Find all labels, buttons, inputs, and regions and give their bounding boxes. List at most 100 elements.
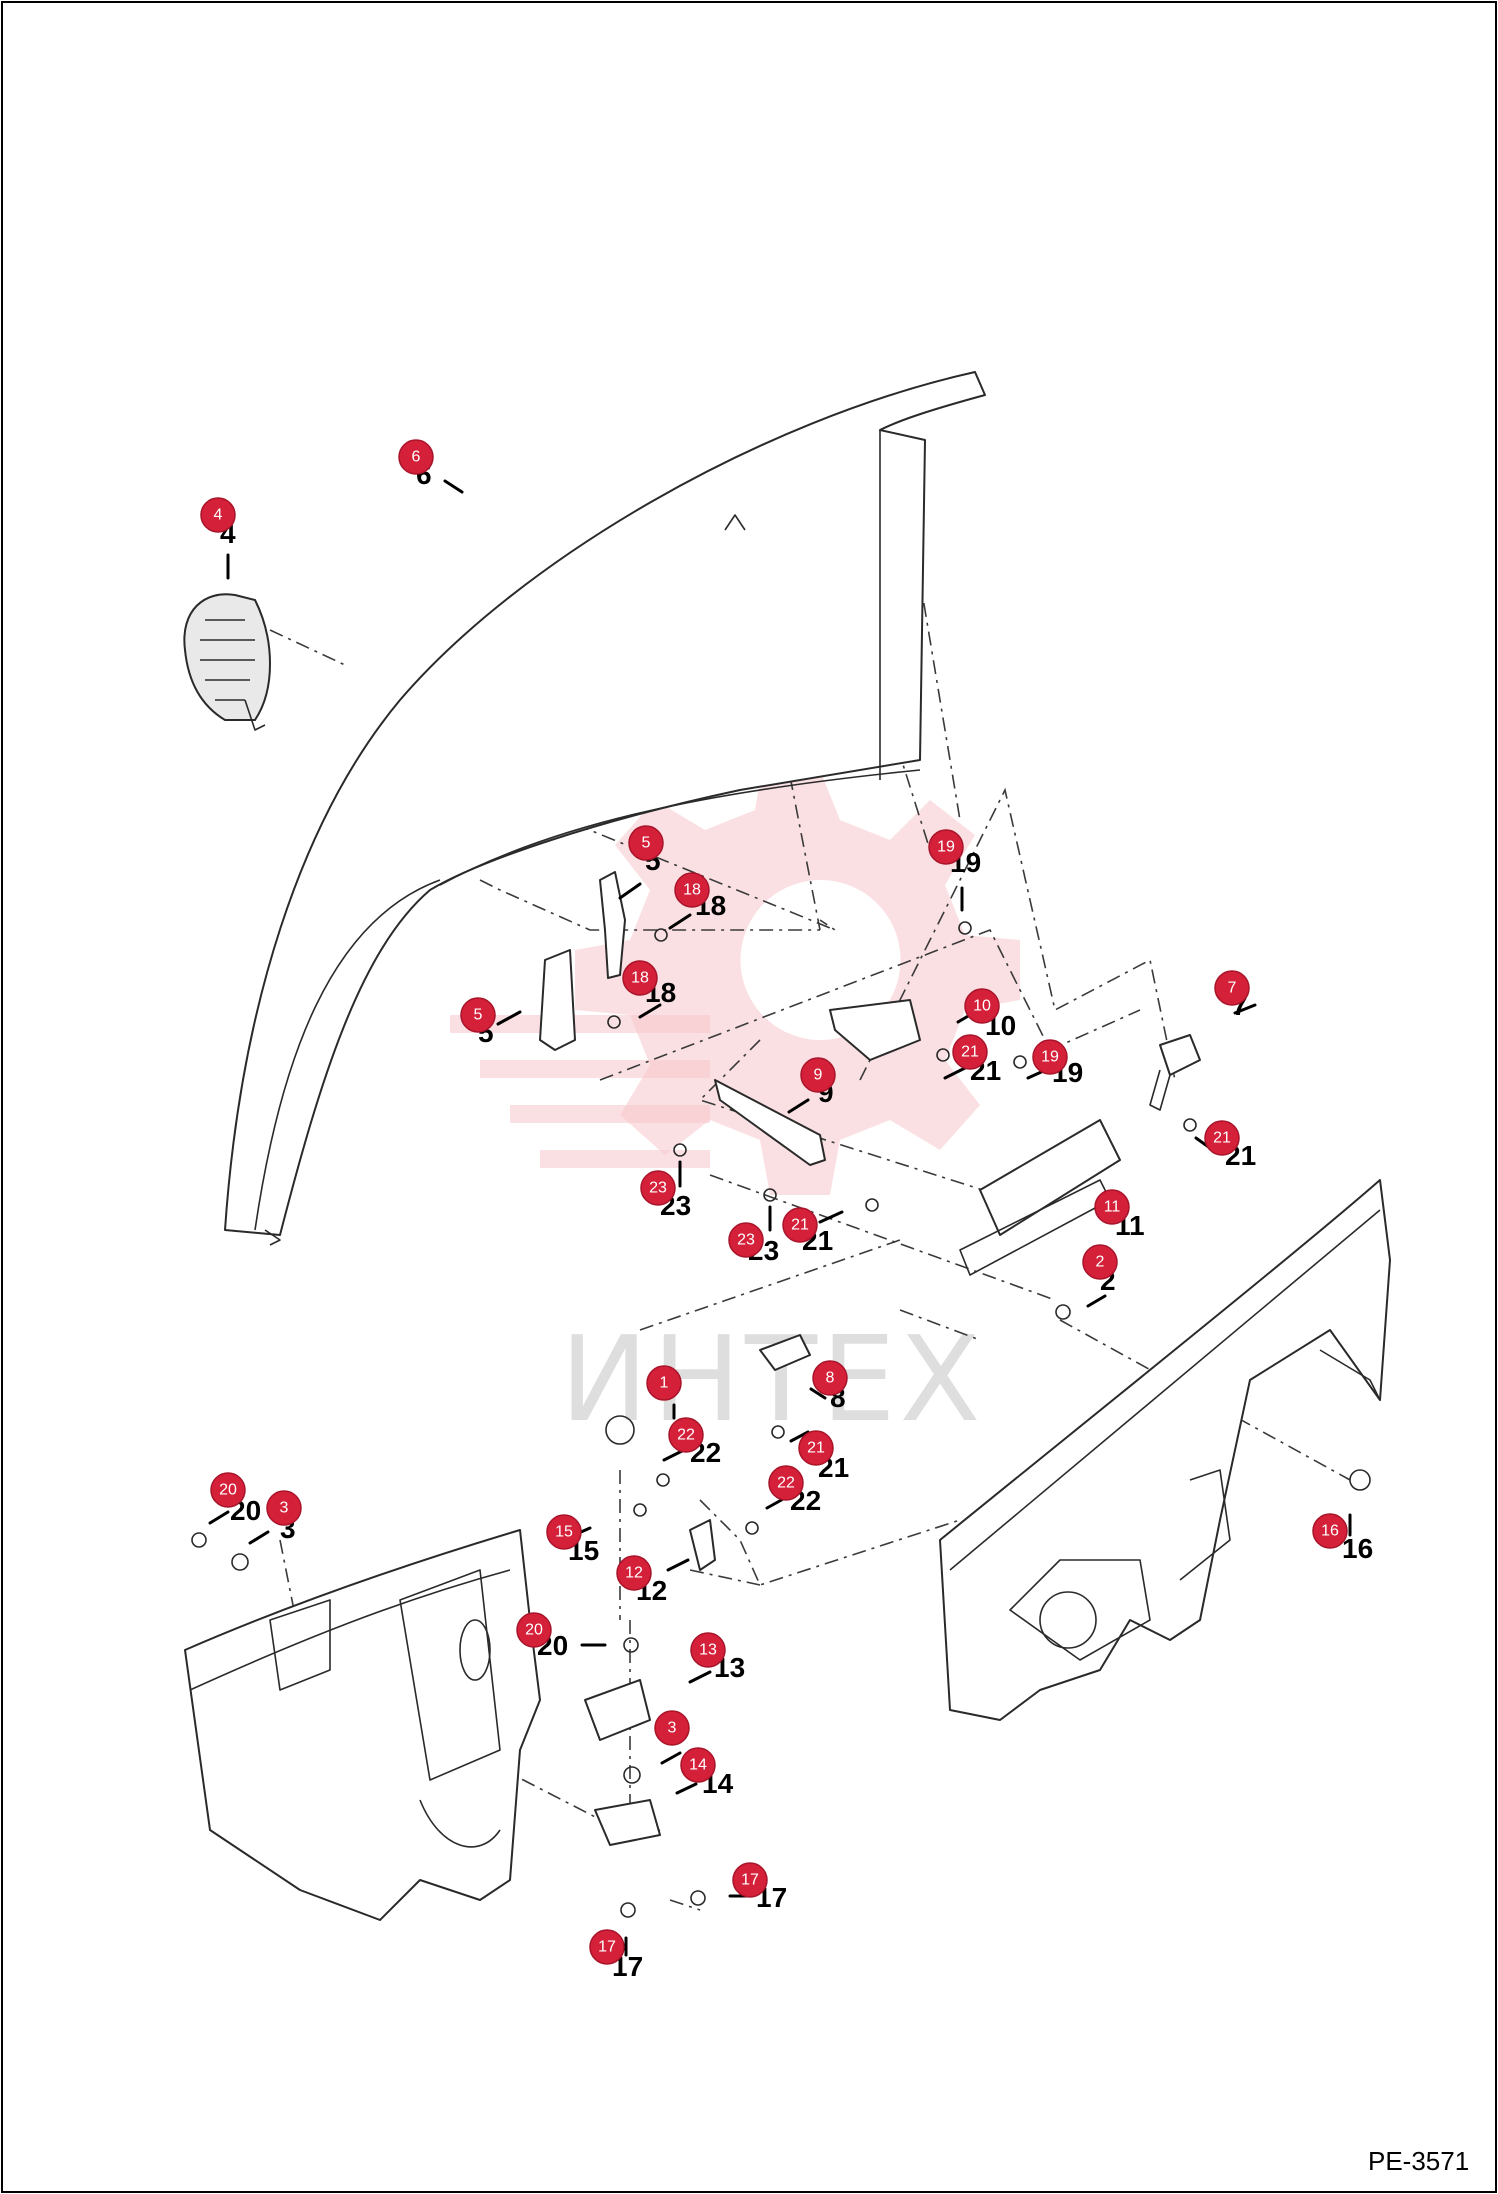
- hinge-part-7: [1159, 1034, 1201, 1076]
- callout-16[interactable]: 16: [1312, 1513, 1348, 1549]
- svg-text:12: 12: [625, 1565, 643, 1582]
- callout-18-lower[interactable]: 18: [622, 960, 658, 996]
- callout-9[interactable]: 9: [800, 1057, 836, 1093]
- callout-12[interactable]: 12: [616, 1555, 652, 1591]
- callout-3-b[interactable]: 3: [654, 1710, 690, 1746]
- svg-text:4: 4: [214, 507, 223, 524]
- svg-text:17: 17: [741, 1872, 759, 1889]
- callout-23-a[interactable]: 23: [640, 1170, 676, 1206]
- svg-text:18: 18: [631, 970, 649, 987]
- callout-2[interactable]: 2: [1082, 1244, 1118, 1280]
- callout-19-upper[interactable]: 19: [928, 829, 964, 865]
- nut-part-21a: [936, 1048, 950, 1062]
- svg-text:10: 10: [973, 998, 991, 1015]
- callout-22-a[interactable]: 22: [668, 1417, 704, 1453]
- svg-text:23: 23: [649, 1180, 667, 1197]
- callout-14[interactable]: 14: [680, 1747, 716, 1783]
- callout-21-a[interactable]: 21: [952, 1034, 988, 1070]
- callout-20-b[interactable]: 20: [516, 1612, 552, 1648]
- svg-text:21: 21: [1213, 1130, 1231, 1147]
- callout-6[interactable]: 6: [398, 439, 434, 475]
- callout-22-b[interactable]: 22: [768, 1465, 804, 1501]
- bolt-part-17a: [690, 1890, 706, 1906]
- washer-part-3a: [231, 1553, 249, 1571]
- bolt-part-17b: [620, 1902, 636, 1918]
- drawing-code: PE-3571: [1368, 2146, 1469, 2176]
- svg-text:8: 8: [826, 1370, 835, 1387]
- fender-shell: [224, 371, 986, 1246]
- plate-part-11: [979, 1119, 1121, 1236]
- svg-text:11: 11: [1104, 1199, 1121, 1216]
- callout-11[interactable]: 11: [1094, 1189, 1130, 1225]
- bracket-part-13: [584, 1679, 651, 1741]
- bolt-part-15: [633, 1503, 647, 1517]
- callout-15[interactable]: 15: [546, 1514, 582, 1550]
- callout-19-lower[interactable]: 19: [1032, 1039, 1068, 1075]
- callout-5-lower[interactable]: 5: [460, 997, 496, 1033]
- left-frame: [184, 1529, 541, 1921]
- watermark-text: ИНТЕХ: [560, 1310, 984, 1448]
- nut-part-21c: [1183, 1118, 1197, 1132]
- callout-23-b[interactable]: 23: [728, 1222, 764, 1258]
- svg-text:3: 3: [668, 1720, 677, 1737]
- svg-text:19: 19: [1041, 1049, 1059, 1066]
- screw-part-19b: [1013, 1055, 1027, 1069]
- bracket-part-10: [829, 999, 921, 1061]
- bracket-part-12: [689, 1519, 716, 1571]
- callout-17-b[interactable]: 17: [589, 1929, 625, 1965]
- callout-7[interactable]: 7: [1214, 970, 1250, 1006]
- light-assembly: [183, 593, 271, 731]
- part-number-16: 16: [1342, 1533, 1373, 1564]
- bracket-part-14: [594, 1799, 661, 1846]
- callout-21-b[interactable]: 21: [1204, 1120, 1240, 1156]
- svg-text:16: 16: [1321, 1523, 1339, 1540]
- nut-part-20b: [623, 1637, 639, 1653]
- svg-text:2: 2: [1096, 1254, 1105, 1271]
- svg-text:3: 3: [280, 1500, 289, 1517]
- svg-text:20: 20: [219, 1482, 237, 1499]
- svg-text:6: 6: [412, 449, 421, 466]
- svg-text:18: 18: [683, 882, 701, 899]
- nut-part-23b: [763, 1188, 777, 1202]
- svg-text:9: 9: [814, 1067, 823, 1084]
- callout-18-upper[interactable]: 18: [674, 872, 710, 908]
- washer-part-3b: [623, 1766, 641, 1784]
- callout-21-d[interactable]: 21: [798, 1430, 834, 1466]
- callout-8[interactable]: 8: [812, 1360, 848, 1396]
- callout-13[interactable]: 13: [690, 1632, 726, 1668]
- callout-4[interactable]: 4: [200, 497, 236, 533]
- callout-17-a[interactable]: 17: [732, 1862, 768, 1898]
- nut-part-21b: [865, 1198, 879, 1212]
- svg-text:20: 20: [525, 1622, 543, 1639]
- svg-text:21: 21: [807, 1440, 825, 1457]
- svg-text:19: 19: [937, 839, 955, 856]
- screw-part-19a: [958, 921, 972, 935]
- svg-text:7: 7: [1228, 980, 1237, 997]
- callout-1[interactable]: 1: [646, 1365, 682, 1401]
- callout-10[interactable]: 10: [964, 988, 1000, 1024]
- svg-text:13: 13: [699, 1642, 717, 1659]
- svg-text:21: 21: [791, 1217, 809, 1234]
- svg-text:5: 5: [474, 1007, 483, 1024]
- bolt-part-1: [605, 1415, 635, 1445]
- callout-21-c[interactable]: 21: [782, 1207, 818, 1243]
- callouts: 6 4 5 5 18 18 19 10 21 19 7 21 9 23 23 2…: [200, 439, 1348, 1965]
- nut-part-2: [1055, 1304, 1071, 1320]
- nut-part-22a: [656, 1473, 670, 1487]
- nut-part-23a: [673, 1143, 687, 1157]
- svg-text:1: 1: [660, 1375, 669, 1392]
- callout-20-a[interactable]: 20: [210, 1472, 246, 1508]
- callout-5-upper[interactable]: 5: [628, 825, 664, 861]
- screw-part-18a: [654, 928, 668, 942]
- svg-text:17: 17: [598, 1939, 616, 1956]
- screw-part-18b: [607, 1015, 621, 1029]
- bracket-part-5-lower: [539, 949, 576, 1051]
- svg-text:21: 21: [961, 1044, 979, 1061]
- bolt-part-16: [1349, 1469, 1371, 1491]
- callout-3-a[interactable]: 3: [266, 1490, 302, 1526]
- nut-part-22b: [745, 1521, 759, 1535]
- hinge-part-8: [759, 1334, 811, 1371]
- svg-text:22: 22: [777, 1475, 795, 1492]
- svg-text:15: 15: [555, 1524, 573, 1541]
